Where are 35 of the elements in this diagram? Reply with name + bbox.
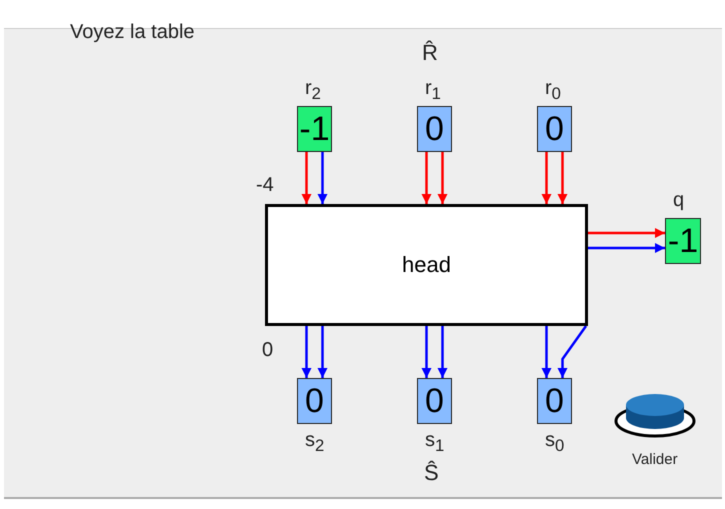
button-caption: Valider — [632, 452, 678, 467]
head-block: head — [265, 204, 588, 326]
register-name: s$_{2}$ — [305, 430, 324, 455]
register-name: s$_{1}$ — [425, 430, 444, 455]
arrow — [302, 152, 312, 204]
register-name: q — [673, 190, 684, 210]
arrow — [542, 326, 552, 378]
arrow — [588, 243, 665, 253]
arrow — [558, 325, 588, 378]
arrow — [438, 152, 448, 204]
arrow — [318, 326, 328, 378]
arrow — [422, 152, 432, 204]
register-cell: 0 — [297, 378, 332, 424]
panel-title: Voyez la table — [70, 22, 195, 42]
register-name: r$_{2}$ — [305, 78, 321, 103]
register-cell: -1 — [297, 106, 332, 152]
arrow — [588, 228, 665, 238]
arrow — [558, 152, 568, 204]
register-cell: 0 — [537, 106, 572, 152]
set-name: R̂ — [422, 42, 438, 64]
register-name: r$_{1}$ — [425, 78, 441, 103]
register-cell: 0 — [417, 378, 452, 424]
register-cell: -1 — [665, 218, 701, 264]
set-name: Ŝ — [424, 462, 439, 484]
arrow — [318, 152, 328, 204]
arrow — [438, 326, 448, 378]
register-name: r$_{0}$ — [545, 78, 561, 103]
register-name: s$_{0}$ — [545, 430, 564, 455]
arrow — [542, 152, 552, 204]
value-label: 0 — [262, 340, 274, 360]
arrow — [302, 326, 312, 378]
arrow — [422, 326, 432, 378]
register-cell: 0 — [537, 378, 572, 424]
value-label: -4 — [256, 175, 274, 195]
register-cell: 0 — [417, 106, 452, 152]
